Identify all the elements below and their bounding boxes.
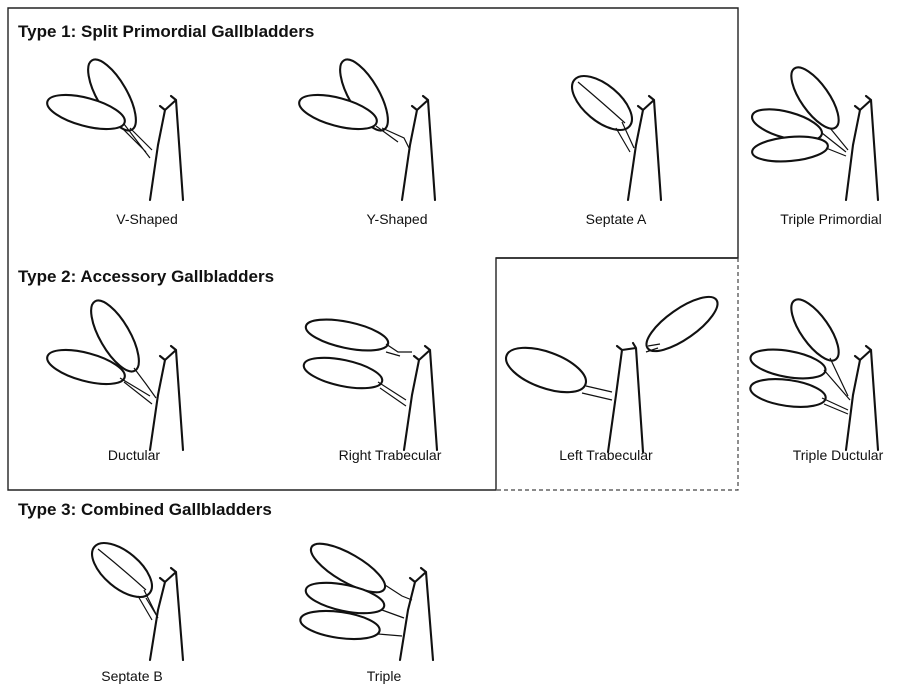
- common-duct: [150, 96, 183, 200]
- right-trabecular-figure: [301, 314, 437, 450]
- label-triple-ductular: Triple Ductular: [793, 447, 884, 463]
- ductular-figure: [44, 294, 183, 450]
- septate-a-figure: [563, 66, 661, 200]
- label-y-shaped: Y-Shaped: [367, 211, 428, 227]
- gallbladder: [301, 352, 385, 394]
- gallbladder: [500, 339, 591, 402]
- common-duct: [400, 568, 433, 660]
- common-duct: [608, 343, 643, 452]
- common-duct: [150, 346, 183, 450]
- common-duct: [404, 346, 437, 450]
- label-triple-primordial: Triple Primordial: [780, 211, 881, 227]
- common-duct: [402, 96, 435, 200]
- triple-ductular-figure: [748, 292, 878, 450]
- gallbladder: [749, 375, 828, 411]
- gallbladder: [751, 134, 829, 165]
- left-trabecular-figure: [500, 288, 725, 452]
- label-left-trabecular: Left Trabecular: [559, 447, 652, 463]
- common-duct: [846, 96, 878, 200]
- cystic-duct: [378, 382, 406, 406]
- septate-b-figure: [83, 533, 183, 660]
- common-duct: [628, 96, 661, 200]
- label-septate-a: Septate A: [586, 211, 647, 227]
- label-ductular: Ductular: [108, 447, 160, 463]
- cystic-duct: [822, 358, 850, 414]
- cystic-duct: [582, 386, 612, 400]
- label-septate-b: Septate B: [101, 668, 163, 684]
- v-shaped-figure: [44, 53, 183, 200]
- triple-primordial-figure: [749, 60, 878, 200]
- trabecular-duct: [386, 344, 412, 356]
- gallbladder: [303, 314, 391, 357]
- label-right-trabecular: Right Trabecular: [339, 447, 442, 463]
- label-v-shaped: V-Shaped: [116, 211, 178, 227]
- triple-figure: [299, 535, 433, 660]
- common-duct: [846, 346, 878, 450]
- label-triple: Triple: [367, 668, 402, 684]
- cystic-duct: [376, 126, 410, 150]
- y-shaped-figure: [296, 53, 435, 200]
- gallbladder: [83, 533, 161, 607]
